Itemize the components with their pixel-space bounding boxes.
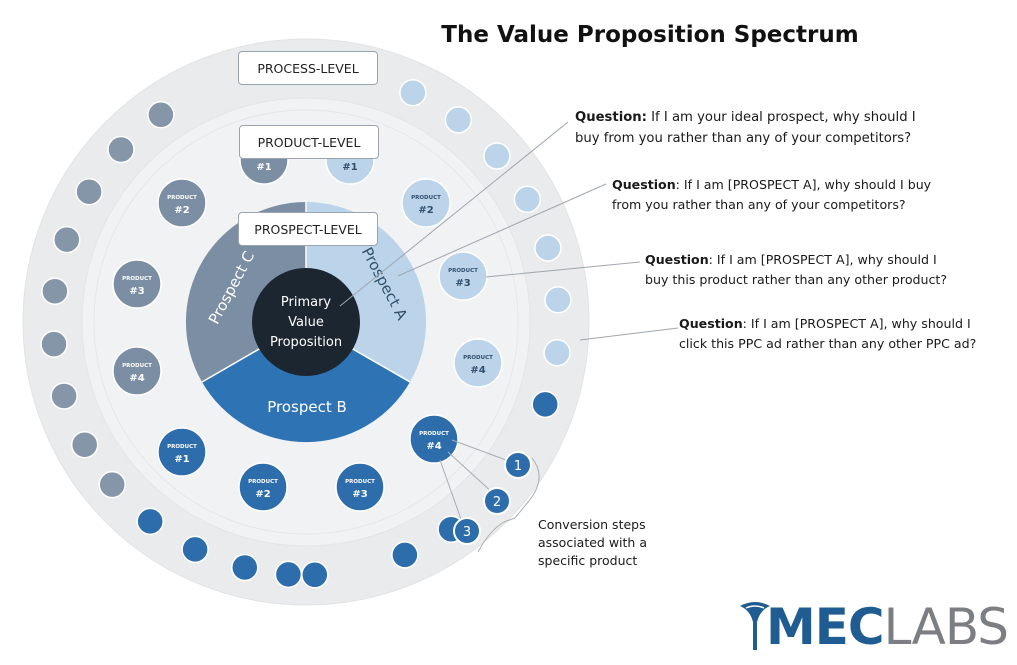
process-dot: [231, 553, 259, 582]
process-dot: [75, 177, 103, 206]
process-dot: [274, 560, 303, 589]
question-text-line-1: : If I am [PROSPECT A], why should I: [708, 252, 937, 267]
process-dot: [53, 225, 81, 254]
core-line-3: Proposition: [270, 335, 342, 350]
question-text-line-1: : If I am [PROSPECT A], why should I: [742, 316, 971, 331]
product-circle: [157, 427, 207, 477]
prospect-level-label: PROSPECT-LEVEL: [238, 212, 378, 246]
product-number: #1: [174, 454, 189, 465]
process-dot: [41, 277, 69, 305]
product-word: PRODUCT: [448, 268, 478, 274]
product-circle: [238, 462, 288, 512]
core-circle: [252, 268, 360, 376]
product-word: PRODUCT: [411, 195, 441, 201]
question-text-line-2: from you rather than any of your competi…: [612, 197, 906, 212]
diagram-title: The Value Proposition Spectrum: [441, 22, 859, 48]
callout-lines: [339, 121, 679, 341]
step-label-3: 3: [463, 525, 471, 540]
process-dot: [513, 185, 542, 214]
product-circle: [453, 338, 503, 388]
process-dot: [444, 106, 473, 134]
product-word: PRODUCT: [167, 195, 197, 201]
process-dot: [531, 390, 559, 419]
process-dot: [98, 470, 126, 499]
process-dot: [107, 135, 135, 164]
step-label-1: 1: [514, 459, 522, 474]
product-number: #4: [470, 365, 485, 376]
product-word: PRODUCT: [463, 355, 493, 361]
process-dot: [147, 101, 175, 129]
question-text-line-2: click this PPC ad rather than any other …: [679, 336, 977, 351]
product-circle: [112, 259, 162, 309]
product-word: PRODUCT: [248, 479, 278, 485]
conversion-line-1: Conversion steps: [538, 517, 646, 532]
inner-ring-border: [93, 109, 519, 535]
product-number: #2: [255, 489, 270, 500]
question-label: Question: [645, 252, 709, 267]
question-prospect: Question: If I am [PROSPECT A], why shou…: [612, 175, 952, 215]
product-word: PRODUCT: [122, 276, 152, 282]
process-dot: [534, 234, 562, 262]
product-circle: [401, 178, 451, 228]
process-dot: [70, 430, 99, 459]
question-label: Question:: [575, 110, 647, 125]
product-number: #3: [455, 278, 470, 289]
product-number: #1: [256, 162, 271, 173]
process-dot: [483, 142, 511, 170]
question-ppc: Question: If I am [PROSPECT A], why shou…: [679, 314, 999, 354]
product-number: #2: [174, 205, 189, 216]
step-circle-3: [453, 517, 481, 545]
product-number: #4: [129, 373, 144, 384]
product-circle: [335, 462, 385, 512]
question-text-line-2: buy this product rather than any other p…: [645, 272, 948, 287]
process-dot: [544, 286, 572, 314]
question-product: Question: If I am [PROSPECT A], why shou…: [645, 250, 975, 290]
product-word: PRODUCT: [419, 431, 449, 437]
process-dot: [136, 507, 164, 536]
meclabs-logo-icon: [740, 602, 770, 650]
core-line-2: Value: [288, 315, 324, 330]
logo-mec: MEC: [766, 598, 885, 656]
process-dot: [181, 535, 209, 564]
question-label: Question: [679, 316, 743, 331]
product-number: #2: [418, 205, 433, 216]
question-text-line-2: buy from you rather than any of your com…: [575, 131, 912, 146]
product-circle: [157, 178, 207, 228]
process-level-label: PROCESS-LEVEL: [238, 51, 378, 85]
process-dot: [399, 78, 427, 107]
core-line-1: Primary: [281, 295, 332, 310]
product-number: #3: [352, 489, 367, 500]
conversion-steps-note: Conversion steps associated with a speci…: [538, 516, 678, 570]
product-word: PRODUCT: [167, 444, 197, 450]
product-word: PRODUCT: [345, 479, 375, 485]
product-circle: [112, 346, 162, 396]
product-number: #3: [129, 286, 144, 297]
conversion-line-2: associated with a: [538, 535, 647, 550]
question-label: Question: [612, 177, 676, 192]
process-dot: [40, 330, 68, 358]
product-word: PRODUCT: [122, 363, 152, 369]
conversion-steps: 1 2 3: [439, 439, 540, 553]
process-dot: [543, 339, 571, 367]
product-circle: [438, 251, 488, 301]
product-level-label: PRODUCT-LEVEL: [239, 125, 379, 159]
question-text-line-1: : If I am [PROSPECT A], why should I buy: [675, 177, 932, 192]
logo-labs: LABS: [883, 598, 1009, 656]
process-dot: [50, 382, 78, 410]
question-process: Question: If I am your ideal prospect, w…: [575, 107, 975, 149]
step-label-2: 2: [493, 495, 501, 510]
product-circle: [409, 414, 459, 464]
step-circle-1: [504, 451, 532, 479]
process-dot: [301, 561, 329, 589]
product-number: #1: [342, 162, 357, 173]
conversion-line-3: specific product: [538, 553, 638, 568]
meclabs-logo: MECLABS: [738, 598, 1009, 656]
process-dot: [391, 541, 419, 569]
question-text-line-1: If I am your ideal prospect, why should …: [651, 110, 916, 125]
prospect-b-label: Prospect B: [267, 398, 347, 416]
step-circle-2: [483, 487, 511, 515]
product-number: #4: [426, 441, 441, 452]
